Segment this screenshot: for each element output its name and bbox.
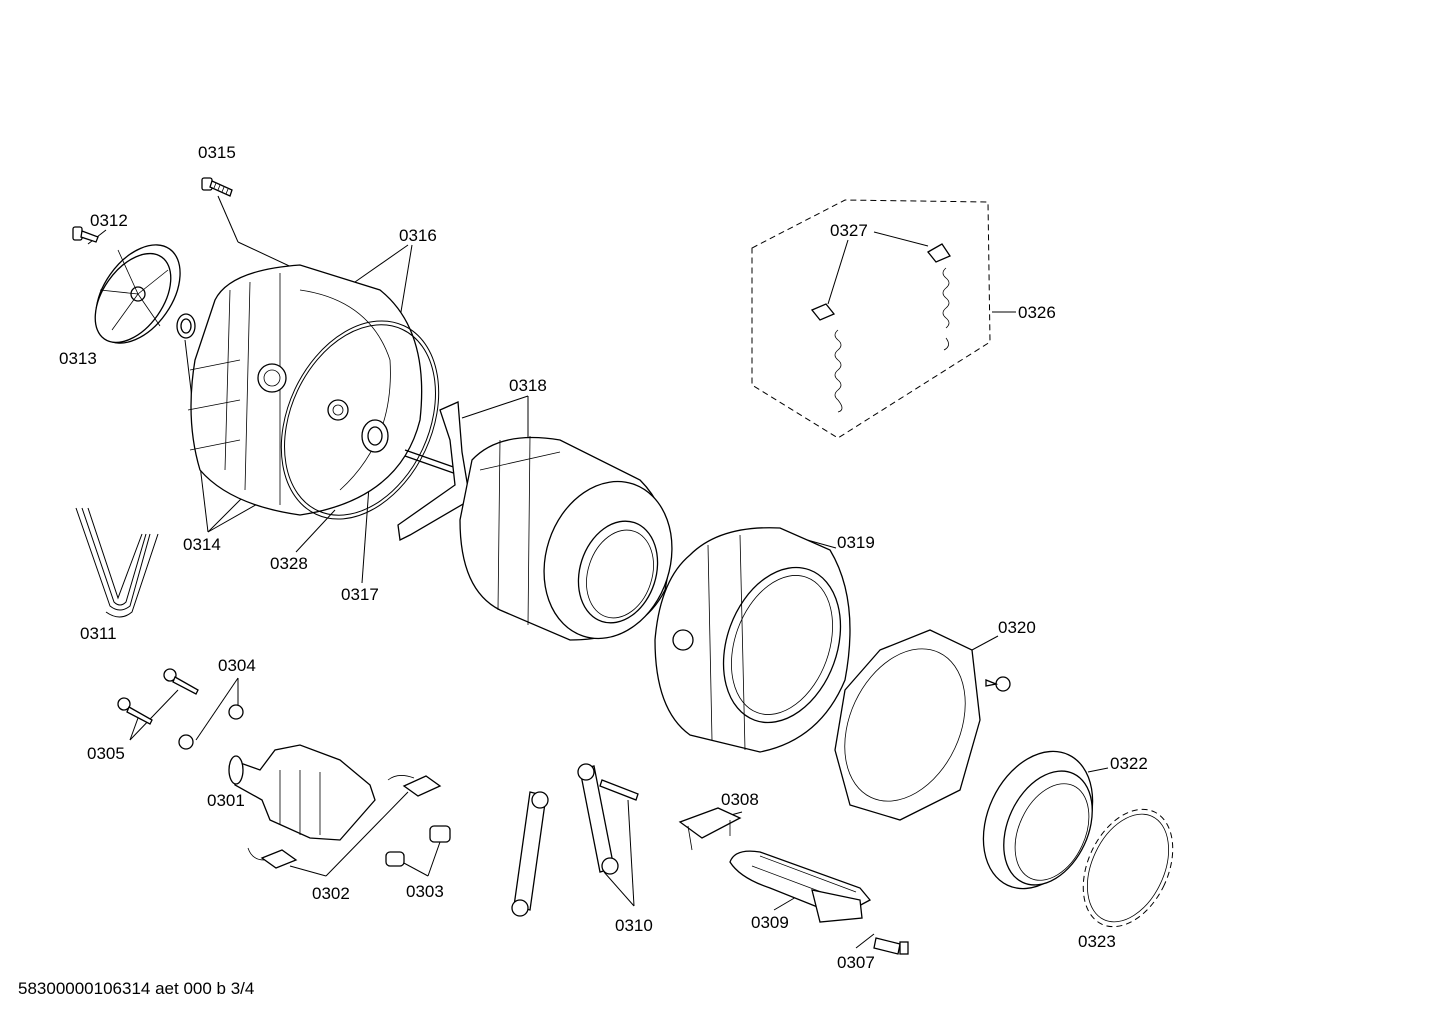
- holder-0308: [678, 807, 742, 851]
- motor-0301: [228, 744, 376, 841]
- front-ring-0320: [834, 629, 981, 821]
- callout-0312: 0312: [90, 211, 128, 230]
- callout-0302: 0302: [312, 884, 350, 903]
- bearing-0314: [176, 313, 196, 339]
- spring-kit-0326: [751, 199, 991, 439]
- document-footer: 58300000106314 aet 000 b 3/4: [18, 979, 255, 998]
- callout-0308: 0308: [721, 790, 759, 809]
- callout-0304: 0304: [218, 656, 256, 675]
- screw-0320: [985, 676, 1011, 692]
- bearing-0317: [361, 419, 389, 453]
- callout-0315: 0315: [198, 143, 236, 162]
- callout-0303: 0303: [406, 882, 444, 901]
- callout-0314: 0314: [183, 535, 221, 554]
- door-seal-0322: [982, 750, 1094, 890]
- drum-0318: [397, 401, 673, 641]
- gasket-ring-0328: [280, 320, 440, 520]
- sensor-0307: [873, 937, 909, 955]
- rear-tub-half: [187, 264, 423, 516]
- callout-0318: 0318: [509, 376, 547, 395]
- pulley-0313: [94, 244, 181, 344]
- callout-0313: 0313: [59, 349, 97, 368]
- callout-0319: 0319: [837, 533, 875, 552]
- callout-0309: 0309: [751, 913, 789, 932]
- callout-0328: 0328: [270, 554, 308, 573]
- screw-0315: [201, 177, 233, 197]
- callout-0305: 0305: [87, 744, 125, 763]
- callout-0320: 0320: [998, 618, 1036, 637]
- callout-0317: 0317: [341, 585, 379, 604]
- callout-labels: 0315 0312 0316 0313 0327 0326 0318 0314 …: [59, 143, 1148, 972]
- callout-0301: 0301: [207, 791, 245, 810]
- screws-0304-0305: [117, 668, 244, 750]
- drive-belt-0311: [75, 507, 159, 618]
- front-tub-half-0319: [654, 527, 851, 753]
- brushes-0302: [247, 775, 442, 869]
- bushings-0303: [385, 825, 451, 867]
- callout-0326: 0326: [1018, 303, 1056, 322]
- callout-0323: 0323: [1078, 932, 1116, 951]
- clamp-ring-0323: [1082, 808, 1174, 928]
- heater-0309: [729, 850, 872, 923]
- callout-0327: 0327: [830, 221, 868, 240]
- callout-0316: 0316: [399, 226, 437, 245]
- callout-0307: 0307: [837, 953, 875, 972]
- callout-0311: 0311: [80, 624, 117, 643]
- screw-0312: [72, 226, 99, 243]
- shock-absorbers-0310: [511, 763, 639, 917]
- callout-0322: 0322: [1110, 754, 1148, 773]
- callout-0310: 0310: [615, 916, 653, 935]
